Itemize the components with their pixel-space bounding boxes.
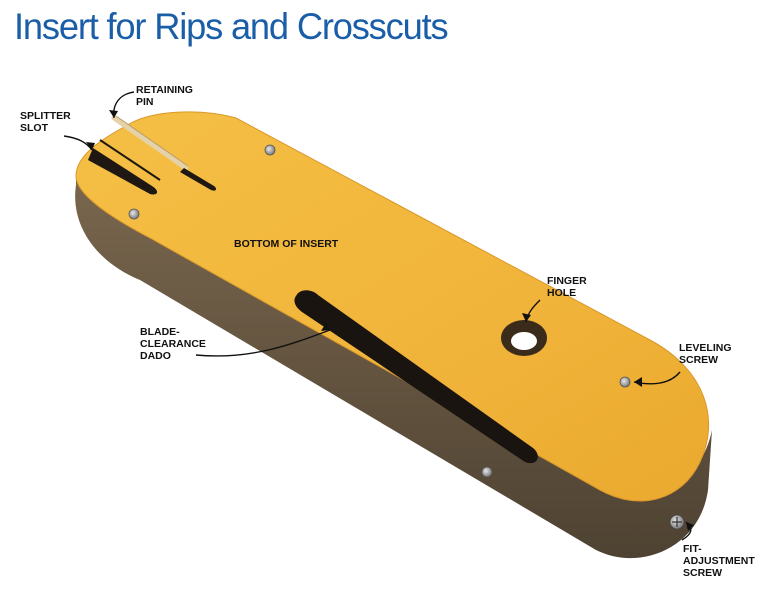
label-line: DADO — [140, 350, 171, 362]
fit-adjustment-screw-icon — [669, 514, 685, 530]
label-line: SPLITTER — [20, 110, 71, 122]
screw-bottom — [481, 466, 493, 478]
pin-slot — [180, 168, 217, 191]
label-bottom-of-insert: BOTTOM OF INSERT — [234, 238, 339, 250]
label-line: CLEARANCE — [140, 338, 206, 350]
splitter-slot — [88, 148, 158, 195]
label-line: BLADE- — [140, 326, 180, 338]
leader-retaining-pin — [113, 91, 135, 119]
splitter-slot-inner — [99, 139, 161, 181]
diagram-title: Insert for Rips and Crosscuts — [14, 6, 449, 47]
label-leveling-screw: LEVELING SCREW — [679, 342, 732, 366]
label-line: SLOT — [20, 122, 48, 134]
label-line: SCREW — [683, 567, 723, 579]
retaining-pin — [111, 115, 189, 171]
label-splitter-slot: SPLITTER SLOT — [20, 110, 71, 134]
label-line: LEVELING — [679, 342, 732, 354]
label-line: FIT- — [683, 543, 702, 555]
screw-leveling — [619, 376, 631, 388]
label-line: RETAINING — [136, 84, 193, 96]
label-finger-hole: FINGER HOLE — [547, 275, 587, 299]
label-blade-clearance-dado: BLADE- CLEARANCE DADO — [140, 326, 206, 362]
label-line: SCREW — [679, 354, 719, 366]
blade-clearance-dado — [294, 290, 538, 464]
arrowheads — [86, 110, 694, 531]
leader-splitter-slot — [63, 135, 93, 151]
label-line: HOLE — [547, 287, 577, 299]
label-retaining-pin: RETAINING PIN — [136, 84, 193, 108]
screw-top — [264, 144, 276, 156]
label-line: FINGER — [547, 275, 587, 287]
label-line: ADJUSTMENT — [683, 555, 755, 567]
label-fit-adjustment-screw: FIT- ADJUSTMENT SCREW — [683, 543, 755, 579]
insert-top-face — [75, 111, 710, 502]
leader-blade-dado — [195, 329, 331, 357]
label-line: PIN — [136, 96, 154, 108]
screw-left — [128, 208, 140, 220]
